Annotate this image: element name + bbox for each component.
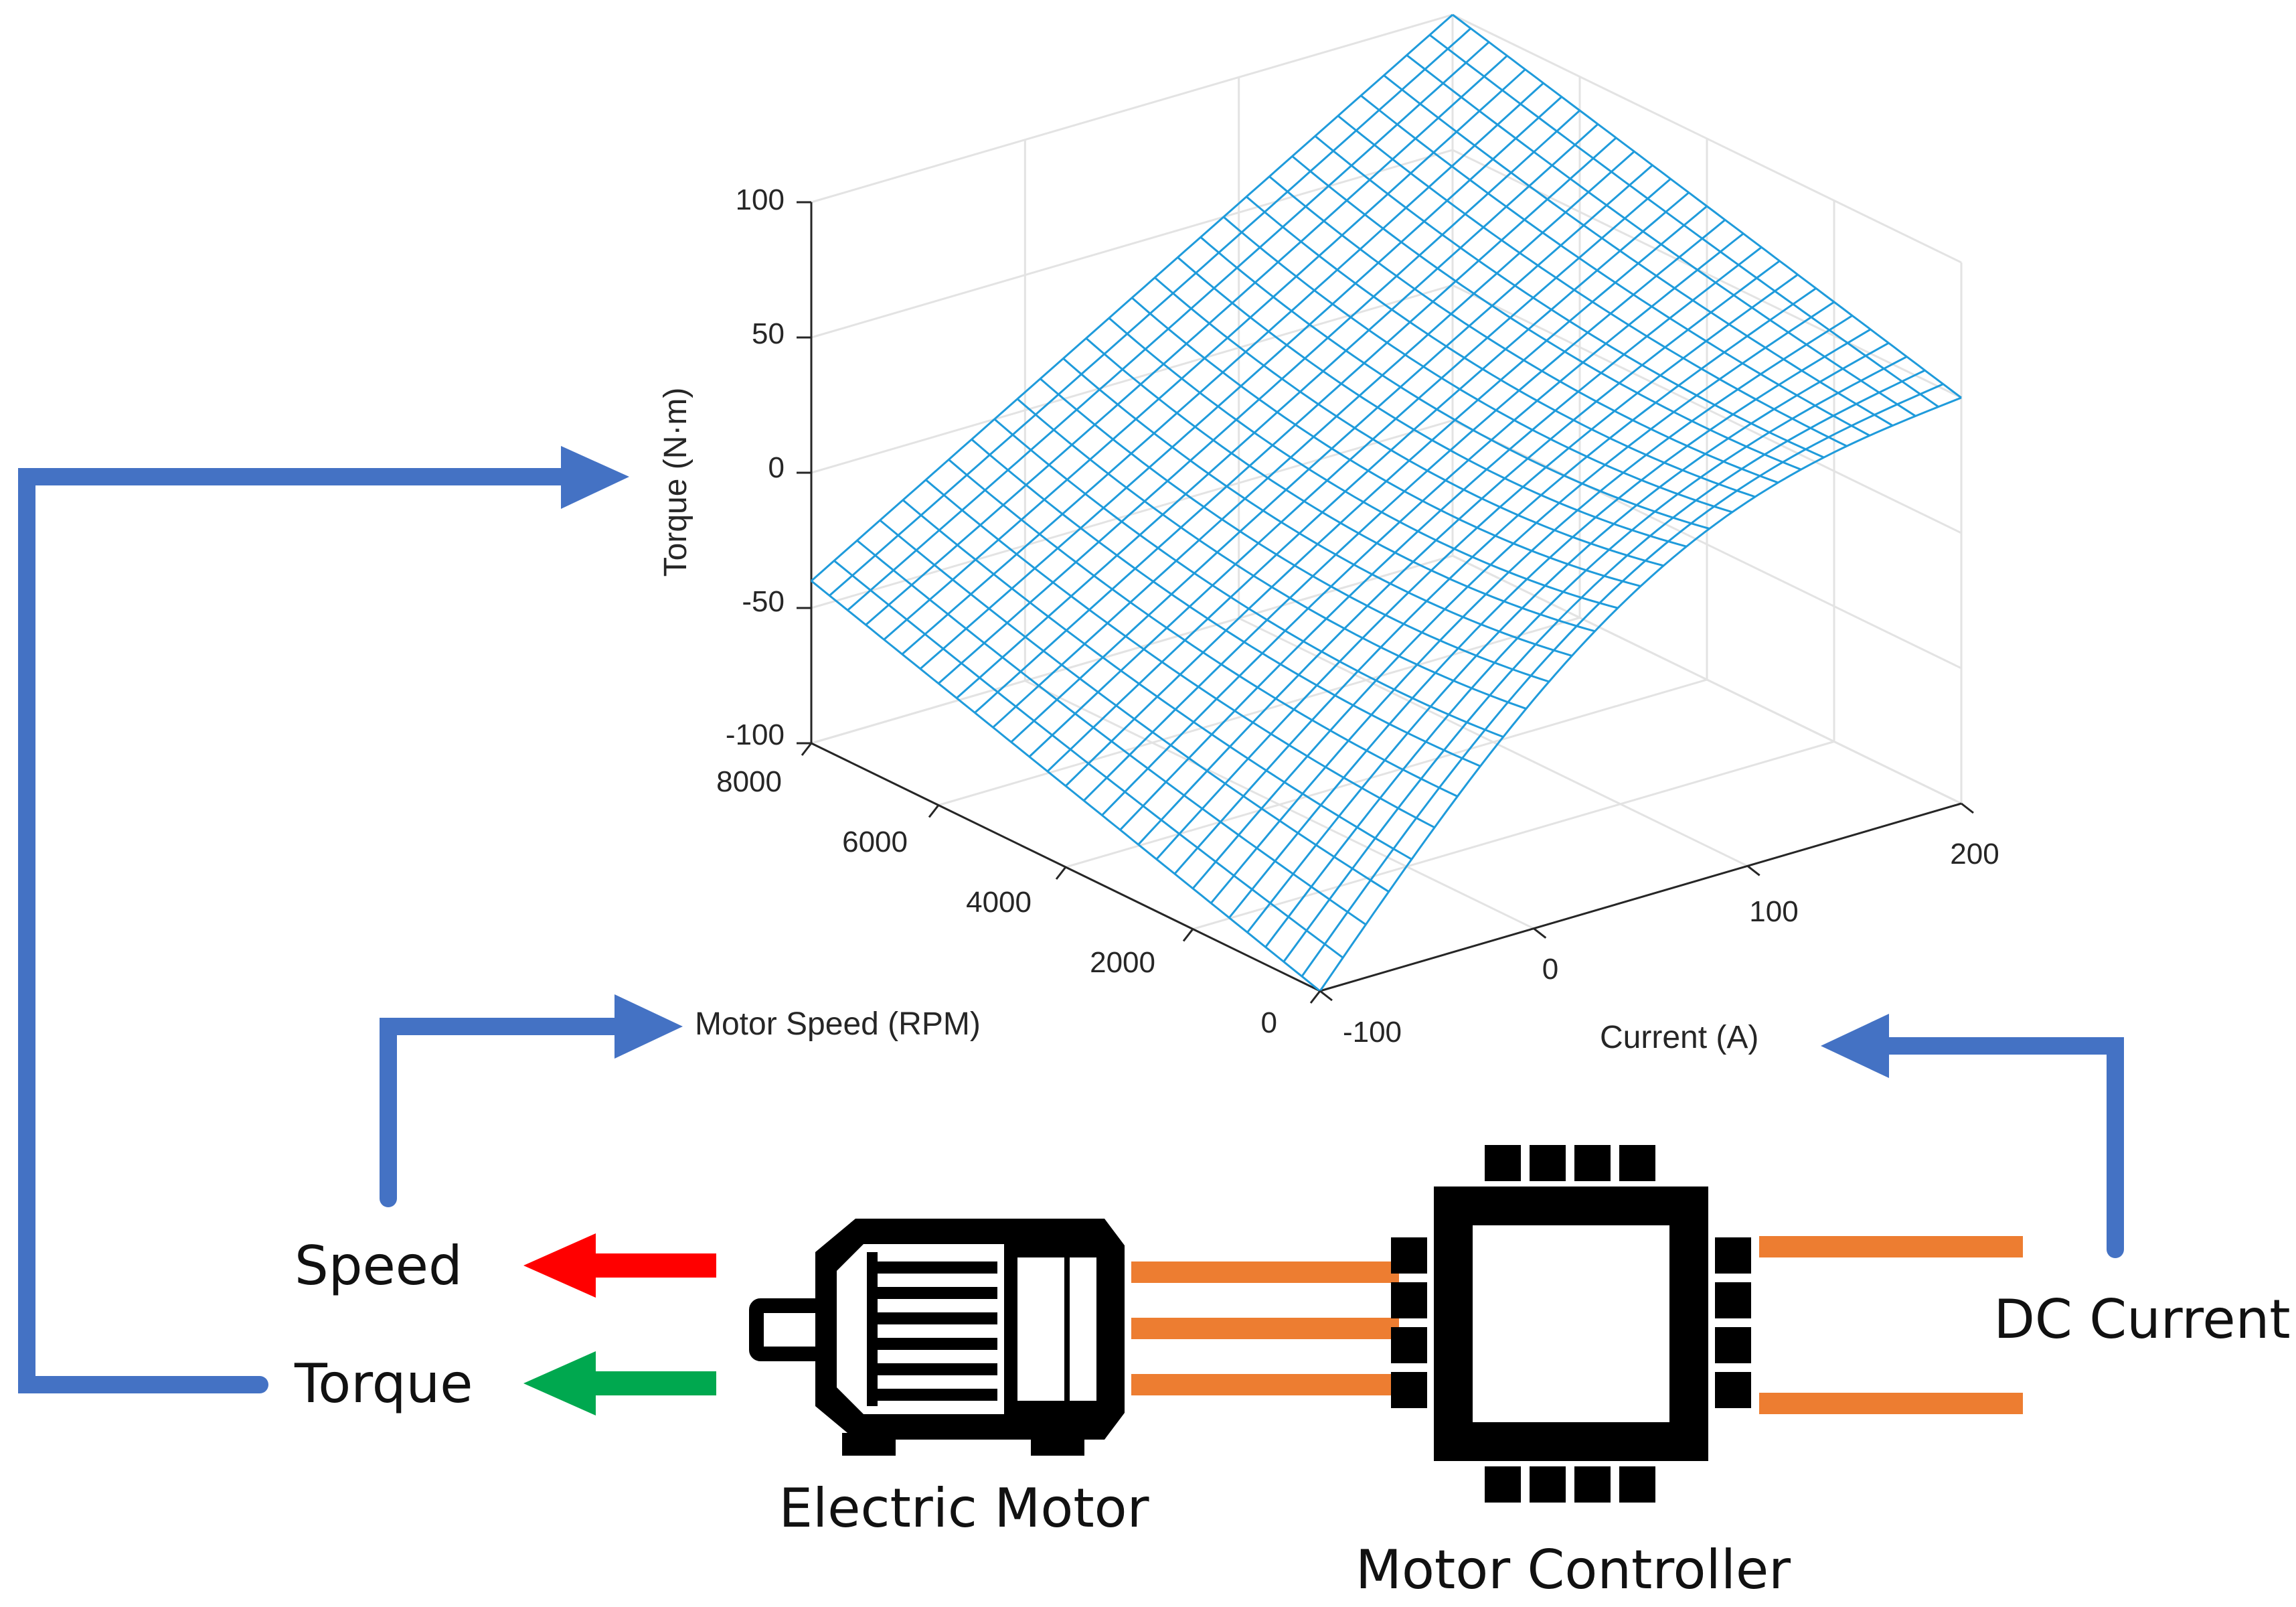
- mesh-line-speed: [865, 55, 1508, 626]
- torque-output-arrow: [523, 1351, 716, 1415]
- mesh-line-speed: [829, 27, 1472, 597]
- x-tick-mark: [1533, 927, 1547, 939]
- wall-grid-line: [1452, 554, 1962, 805]
- mesh-line-speed: [992, 151, 1635, 729]
- wall-grid-line: [811, 554, 1453, 745]
- wall-grid-line: [811, 13, 1453, 204]
- mesh-line-speed: [919, 96, 1562, 670]
- z-tick-label: 50: [752, 317, 785, 350]
- z-tick-label: -100: [726, 718, 785, 751]
- mesh-line-speed: [1137, 260, 1781, 846]
- x-tick-mark: [1746, 865, 1760, 876]
- mesh-line-speed: [1319, 396, 1962, 992]
- x-tick-label: -100: [1343, 1016, 1402, 1049]
- wall-grid-line: [811, 284, 1453, 474]
- mesh-line-speed: [1264, 356, 1908, 948]
- wall-grid-line: [1452, 13, 1962, 264]
- speed-label: Speed: [295, 1235, 463, 1297]
- mesh-line-speed: [883, 68, 1526, 641]
- mesh-line-speed: [938, 109, 1581, 684]
- mesh-line-speed: [1101, 232, 1744, 816]
- speed-feedback-arrowhead: [614, 994, 683, 1059]
- mesh-line-speed: [1119, 246, 1762, 831]
- torque-surface-plot: 100 50 0 -50 -100 8000 6000 4000 2000 0 …: [658, 13, 1999, 1055]
- mesh-line-speed: [1210, 315, 1853, 904]
- floor-grid-line: [1065, 678, 1708, 868]
- mesh-line-speed: [956, 123, 1599, 699]
- z-tick-label: 0: [768, 451, 785, 484]
- current-feedback-line: [1872, 1037, 2124, 1258]
- mesh-line-speed: [1046, 192, 1690, 772]
- wall-grid-line: [811, 149, 1453, 339]
- mesh-line-speed: [1064, 205, 1708, 787]
- y-tick-mark: [1055, 866, 1067, 880]
- mesh-line-speed: [811, 13, 1453, 582]
- mesh-line-speed: [847, 41, 1490, 611]
- mesh-line-speed: [1173, 287, 1817, 874]
- x-tick-label: 0: [1542, 953, 1558, 986]
- y-tick-label: 8000: [716, 765, 782, 798]
- torque-label: Torque: [294, 1353, 473, 1415]
- y-tick-label: 2000: [1090, 946, 1155, 979]
- wall-grid-line: [811, 419, 1453, 609]
- x-tick-label: 100: [1749, 895, 1798, 928]
- electric-motor-label: Electric Motor: [778, 1477, 1149, 1539]
- current-feedback-arrowhead: [1821, 1014, 1889, 1078]
- mesh-line-current: [1428, 34, 1939, 408]
- mesh-line-speed: [1283, 369, 1926, 963]
- x-tick-label: 200: [1950, 838, 1999, 870]
- mesh-line-current: [1406, 54, 1916, 417]
- x-axis-line: [1319, 802, 1962, 992]
- z-tick-label: -50: [742, 585, 785, 618]
- y-tick-mark: [1182, 928, 1194, 942]
- z-tick-label: 100: [736, 183, 785, 216]
- x-tick-mark: [1961, 802, 1974, 814]
- motor-wires: [1131, 1261, 1399, 1395]
- mesh-line-speed: [901, 82, 1544, 656]
- x-axis-title: Current (A): [1600, 1020, 1758, 1055]
- dc-wires: [1759, 1236, 2023, 1414]
- flow-arrows: [18, 446, 2124, 1393]
- y-axis-title: Motor Speed (RPM): [695, 1006, 981, 1042]
- mesh-line-speed: [974, 137, 1617, 714]
- mesh-line-speed: [1228, 328, 1872, 919]
- floor-grid-line: [1192, 741, 1835, 930]
- torque-feedback-arrowhead: [561, 446, 629, 509]
- surface-mesh: [811, 13, 1962, 992]
- x-tick-mark: [1319, 990, 1333, 1002]
- wall-grid-line: [1452, 419, 1962, 670]
- y-tick-mark: [801, 743, 813, 756]
- y-tick-mark: [1309, 990, 1321, 1004]
- electric-motor-icon: [749, 1219, 1125, 1456]
- motor-controller-label: Motor Controller: [1356, 1539, 1791, 1601]
- dc-current-label: DC Current: [1993, 1288, 2290, 1351]
- floor-grid-line: [938, 617, 1580, 806]
- mesh-line-speed: [1246, 341, 1890, 933]
- mesh-line-speed: [1192, 301, 1835, 889]
- mesh-line-current: [1360, 94, 1870, 437]
- chip-icon: [1391, 1145, 1751, 1503]
- y-tick-label: 4000: [966, 886, 1032, 919]
- y-tick-label: 0: [1261, 1006, 1277, 1039]
- y-tick-mark: [928, 804, 940, 818]
- mesh-line-speed: [1028, 177, 1671, 758]
- tick-marks: [797, 201, 1974, 1004]
- z-axis-title: Torque (N·m): [658, 388, 693, 577]
- mesh-line-speed: [1010, 164, 1653, 743]
- mesh-line-current: [1314, 135, 1825, 459]
- speed-feedback-line: [380, 1018, 631, 1207]
- y-tick-label: 6000: [842, 826, 908, 858]
- wall-grid-line: [1452, 284, 1962, 534]
- mesh-line-speed: [1083, 219, 1726, 801]
- mesh-line-speed: [1301, 383, 1944, 977]
- speed-output-arrow: [523, 1233, 716, 1298]
- mesh-line-speed: [1155, 273, 1799, 860]
- torque-feedback-line: [18, 468, 578, 1393]
